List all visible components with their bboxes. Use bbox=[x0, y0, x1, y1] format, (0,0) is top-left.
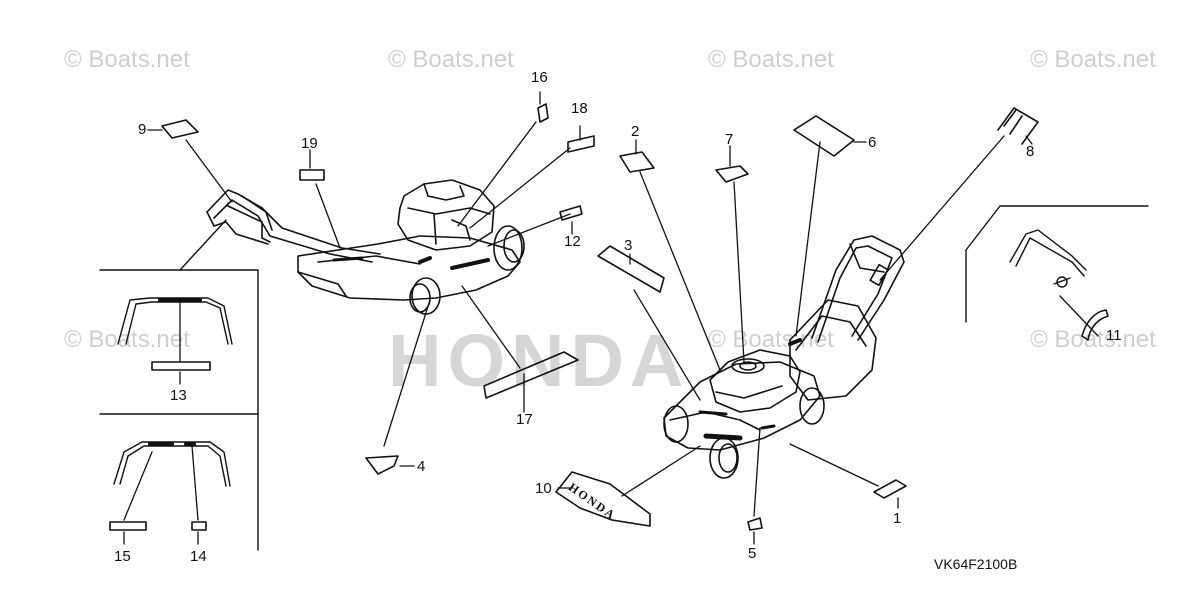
callout-10: 10 bbox=[535, 480, 552, 497]
inset-boxes bbox=[99, 205, 1149, 551]
callout-5: 5 bbox=[748, 545, 757, 562]
watermark: © Boats.net bbox=[708, 46, 834, 73]
callout-3: 3 bbox=[624, 237, 633, 254]
leader-lines bbox=[123, 91, 1099, 545]
callout-1: 1 bbox=[893, 510, 902, 527]
watermark: © Boats.net bbox=[388, 46, 514, 73]
callout-9: 9 bbox=[138, 121, 147, 138]
diagram-code: VK64F2100B bbox=[934, 556, 1018, 572]
callout-11: 11 bbox=[1106, 327, 1122, 344]
callout-2: 2 bbox=[631, 123, 640, 140]
callout-12: 12 bbox=[564, 233, 581, 250]
watermark: © Boats.net bbox=[708, 326, 834, 353]
callout-8: 8 bbox=[1026, 143, 1035, 160]
brand-watermark: HONDA bbox=[388, 319, 690, 402]
callout-14: 14 bbox=[190, 548, 207, 565]
watermark: © Boats.net bbox=[1030, 46, 1156, 73]
callout-13: 13 bbox=[170, 387, 187, 404]
right-mower-drawing bbox=[663, 235, 905, 479]
left-mower-drawing bbox=[206, 179, 525, 315]
decal-parts bbox=[109, 103, 1109, 531]
callout-7: 7 bbox=[725, 131, 734, 148]
callout-17: 17 bbox=[516, 411, 533, 428]
callout-4: 4 bbox=[417, 458, 426, 475]
watermark: © Boats.net bbox=[64, 46, 190, 73]
callout-15: 15 bbox=[114, 548, 131, 565]
callout-16: 16 bbox=[531, 69, 548, 86]
callout-19: 19 bbox=[301, 135, 318, 152]
callout-18: 18 bbox=[571, 100, 588, 117]
callout-6: 6 bbox=[868, 134, 877, 151]
